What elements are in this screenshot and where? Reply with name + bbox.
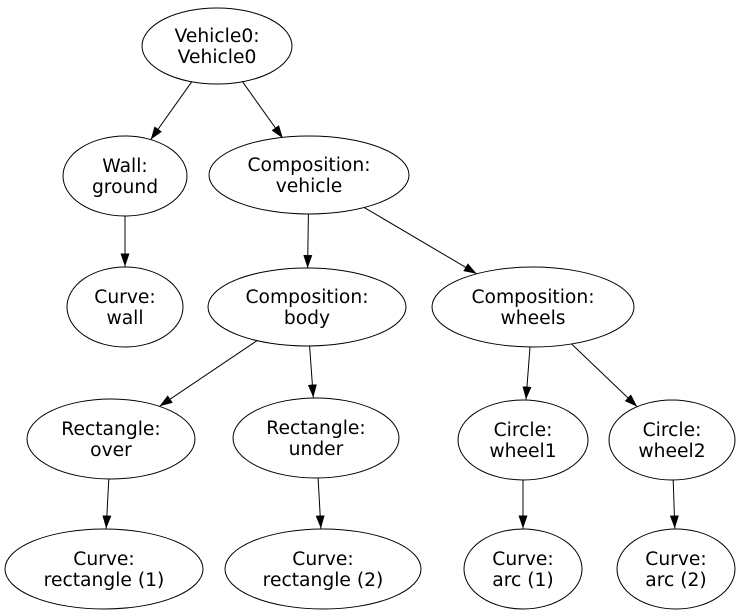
node-composition-vehicle-shape (208, 135, 410, 215)
node-curve-arc-1-label-line1: Curve: (492, 549, 553, 570)
node-composition-body-shape (207, 267, 407, 347)
node-rectangle-under-label-line1: Rectangle: (266, 418, 365, 439)
node-wall-ground: Wall: ground (62, 135, 188, 217)
node-curve-arc-2-label-line1: Curve: (645, 549, 706, 570)
node-composition-vehicle-label-line1: Composition: (247, 155, 370, 176)
node-curve-rectangle-2-shape (224, 528, 422, 610)
node-curve-wall-label-line2: wall (106, 308, 143, 329)
edge-composition-body-rectangle-over (159, 339, 259, 407)
node-composition-body-label-line2: body (284, 308, 330, 329)
edge-vehicle0-composition-vehicle (242, 81, 284, 139)
node-vehicle0-label-line1: Vehicle0: (174, 26, 259, 47)
node-curve-arc-1-label-line2: arc (1) (492, 570, 553, 591)
node-curve-wall-label-line1: Curve: (94, 287, 155, 308)
node-curve-wall-shape (66, 266, 184, 348)
node-wall-ground-shape (62, 135, 188, 217)
node-rectangle-over-shape (26, 398, 196, 480)
node-composition-body: Composition: body (207, 267, 407, 347)
node-curve-arc-2-label-line2: arc (2) (645, 570, 706, 591)
node-rectangle-under: Rectangle: under (232, 397, 400, 479)
node-wall-ground-label-line2: ground (92, 177, 158, 198)
node-curve-arc-2: Curve: arc (2) (616, 528, 736, 610)
node-composition-body-label-line1: Composition: (245, 287, 368, 308)
node-circle-wheel1-label-line1: Circle: (494, 420, 553, 441)
node-circle-wheel1-shape (457, 399, 589, 481)
edge-composition-wheels-circle-wheel1 (522, 346, 532, 400)
node-curve-rectangle-2: Curve: rectangle (2) (224, 528, 422, 610)
edge-composition-vehicle-composition-body (303, 213, 313, 269)
node-curve-rectangle-1-shape (4, 528, 204, 610)
node-composition-vehicle: Composition: vehicle (208, 135, 410, 215)
edge-rectangle-over-curve-rectangle-1 (102, 478, 112, 529)
edge-vehicle0-wall-ground (150, 81, 193, 140)
node-composition-vehicle-label-line2: vehicle (276, 176, 343, 197)
edge-circle-wheel2-curve-arc-2 (669, 479, 679, 529)
node-rectangle-under-label-line2: under (289, 439, 344, 460)
node-vehicle0: Vehicle0: Vehicle0 (141, 7, 293, 85)
node-circle-wheel2-shape (608, 399, 736, 481)
node-circle-wheel1-label-line2: wheel1 (489, 441, 556, 462)
node-circle-wheel2: Circle: wheel2 (608, 399, 736, 481)
node-curve-rectangle-2-label-line1: Curve: (292, 549, 353, 570)
node-circle-wheel2-label-line1: Circle: (643, 420, 702, 441)
node-curve-rectangle-1: Curve: rectangle (1) (4, 528, 204, 610)
node-curve-arc-1-shape (463, 528, 583, 610)
node-rectangle-over-label-line1: Rectangle: (61, 419, 160, 440)
node-rectangle-over: Rectangle: over (26, 398, 196, 480)
edge-composition-vehicle-composition-wheels (362, 206, 477, 275)
node-composition-wheels-label-line1: Composition: (471, 287, 594, 308)
node-vehicle0-label-line2: Vehicle0 (178, 47, 257, 68)
edge-composition-body-rectangle-under (307, 345, 317, 398)
node-curve-rectangle-2-label-line2: rectangle (2) (263, 570, 384, 591)
node-curve-arc-1: Curve: arc (1) (463, 528, 583, 610)
edge-composition-wheels-circle-wheel2 (571, 343, 638, 408)
edge-rectangle-under-curve-rectangle-2 (315, 477, 325, 529)
node-curve-wall: Curve: wall (66, 266, 184, 348)
node-composition-wheels-shape (431, 266, 635, 348)
node-curve-arc-2-shape (616, 528, 736, 610)
node-composition-wheels-label-line2: wheels (500, 308, 565, 329)
node-wall-ground-label-line1: Wall: (102, 156, 147, 177)
node-composition-wheels: Composition: wheels (431, 266, 635, 348)
node-curve-rectangle-1-label-line1: Curve: (73, 549, 134, 570)
node-rectangle-under-shape (232, 397, 400, 479)
node-rectangle-over-label-line2: over (90, 440, 132, 461)
node-curve-rectangle-1-label-line2: rectangle (1) (44, 570, 165, 591)
node-vehicle0-shape (141, 7, 293, 85)
node-circle-wheel1: Circle: wheel1 (457, 399, 589, 481)
node-circle-wheel2-label-line2: wheel2 (638, 441, 705, 462)
